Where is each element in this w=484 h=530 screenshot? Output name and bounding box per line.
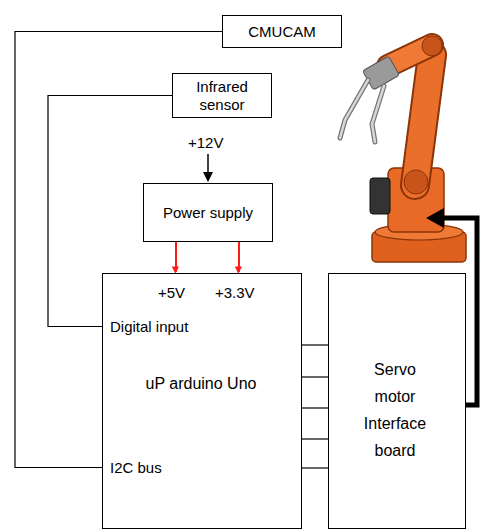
supply-arrow xyxy=(207,154,209,181)
signal-wire xyxy=(302,407,328,408)
port-label: I2C bus xyxy=(110,459,162,476)
signal-wire xyxy=(302,376,328,377)
pin-label: +3.3V xyxy=(215,284,255,301)
box-title: Power supply xyxy=(163,204,253,222)
box-title: Infrared sensor xyxy=(181,78,263,114)
text-holder: I2C bus xyxy=(110,459,162,477)
text-holder: Servo motor Interface board xyxy=(329,356,461,464)
interface-box: Servo motor Interface board xyxy=(328,273,466,529)
signal-wire xyxy=(302,344,328,345)
pin-label: +5V xyxy=(158,284,185,301)
signal-wire xyxy=(302,467,328,468)
controller-box: +5V +3.3V Digital input uP arduino UnoI2C b… xyxy=(102,273,302,529)
signal-wire xyxy=(302,438,328,439)
voltage-label: +12V xyxy=(188,134,223,151)
box-title: Servo motor Interface board xyxy=(355,356,435,464)
robot-arm-illustration xyxy=(340,36,466,262)
power-arrow xyxy=(238,242,240,272)
text-holder: uP arduino Uno xyxy=(103,374,299,393)
box-title: uP arduino Uno xyxy=(146,375,257,392)
text-holder: +3.3V xyxy=(215,284,255,302)
power-box: Power supply xyxy=(143,183,273,242)
text-holder: Digital input xyxy=(110,318,188,336)
camera-box: CMUCAM xyxy=(222,15,342,48)
sensor-box: Infrared sensor xyxy=(172,73,272,118)
servo-drive-arrowhead xyxy=(426,208,444,228)
text-holder: +5V xyxy=(158,284,185,302)
port-label: Digital input xyxy=(110,318,188,335)
box-title: CMUCAM xyxy=(248,23,316,41)
power-arrow xyxy=(175,242,177,272)
